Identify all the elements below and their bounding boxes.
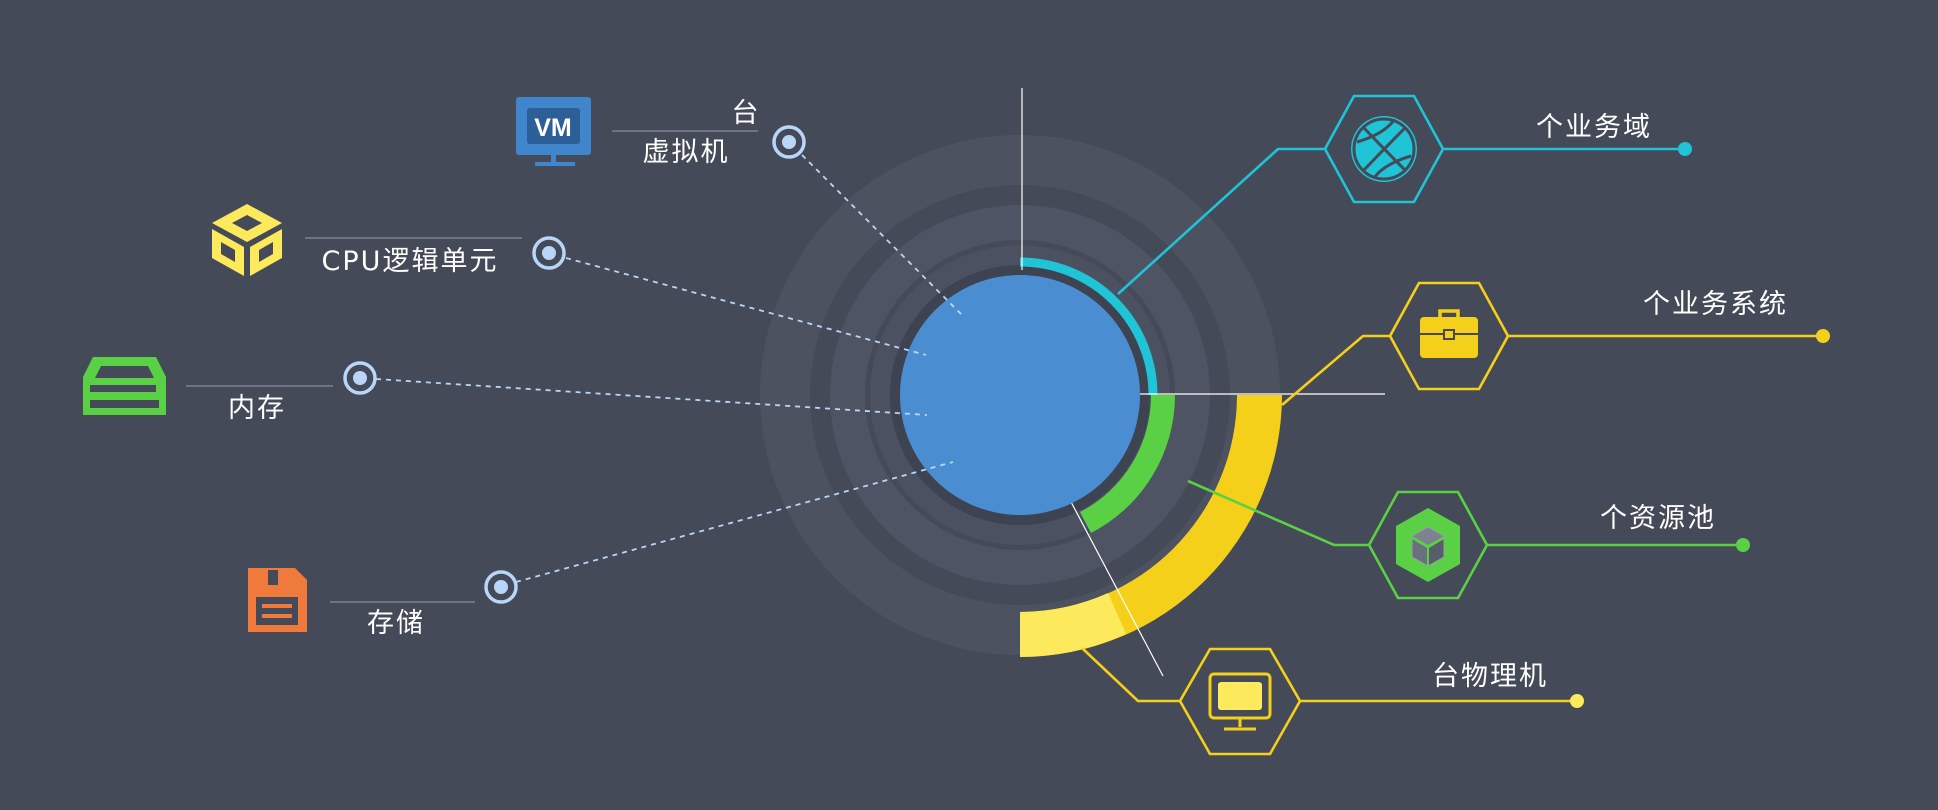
hex-system[interactable] — [1388, 281, 1510, 391]
connector-vm — [801, 154, 963, 316]
guide-line-diagonal — [1069, 499, 1164, 677]
right-hexagons — [1178, 94, 1510, 756]
pool-label: 个资源池 — [1600, 503, 1716, 534]
node-cpu[interactable] — [532, 236, 566, 270]
node-mem[interactable] — [343, 361, 377, 395]
dot-pool[interactable] — [1736, 538, 1750, 552]
dot-physical[interactable] — [1570, 694, 1584, 708]
connector-cpu — [565, 257, 927, 356]
monitor-icon — [1208, 672, 1272, 731]
domain-label: 个业务域 — [1536, 112, 1652, 143]
left-nodes — [343, 125, 806, 604]
hex-domain[interactable] — [1323, 94, 1445, 204]
progress-arcs — [1019, 257, 1282, 657]
system-label: 个业务系统 — [1643, 289, 1788, 320]
vm-icon-text: VM — [534, 114, 572, 142]
dot-domain[interactable] — [1678, 142, 1692, 156]
dashed-connectors — [375, 154, 963, 583]
connector-pool — [1187, 479, 1369, 547]
node-sto[interactable] — [484, 570, 518, 604]
basketball-icon — [1351, 116, 1417, 182]
center-circle — [900, 275, 1140, 515]
connector-mem — [375, 378, 928, 416]
cube-icon — [212, 204, 282, 276]
hex-physical[interactable] — [1178, 647, 1302, 756]
vm-label: 虚拟机 — [643, 137, 730, 168]
cpu-label: CPU逻辑单元 — [322, 246, 499, 277]
left-underlines — [186, 130, 758, 603]
connector-physical — [1081, 647, 1180, 703]
left-labels: 台 虚拟机 CPU逻辑单元 内存 存储 — [228, 98, 761, 639]
briefcase-icon — [1420, 309, 1478, 358]
node-vm[interactable] — [772, 125, 806, 159]
physical-label: 台物理机 — [1432, 661, 1548, 692]
yellow-light-arc — [1020, 593, 1126, 657]
right-labels: 个业务域 个业务系统 个资源池 台物理机 — [1432, 112, 1788, 692]
vm-label-count: 台 — [732, 98, 761, 129]
connector-system — [1281, 334, 1390, 406]
cyan-arc — [1019, 257, 1158, 396]
memory-drawer-icon — [83, 357, 166, 415]
box-icon — [1396, 508, 1460, 582]
green-arc — [1080, 395, 1176, 533]
right-connectors — [1081, 147, 1823, 703]
right-endpoints — [1570, 142, 1830, 708]
dot-system[interactable] — [1816, 329, 1830, 343]
mem-label: 内存 — [228, 393, 286, 424]
guide-lines — [1021, 88, 1385, 677]
sto-label: 存储 — [367, 608, 425, 639]
connector-domain — [1117, 147, 1325, 295]
vm-monitor-icon: VM — [516, 97, 591, 166]
floppy-disk-icon — [248, 568, 307, 632]
hex-pool[interactable] — [1367, 490, 1489, 600]
